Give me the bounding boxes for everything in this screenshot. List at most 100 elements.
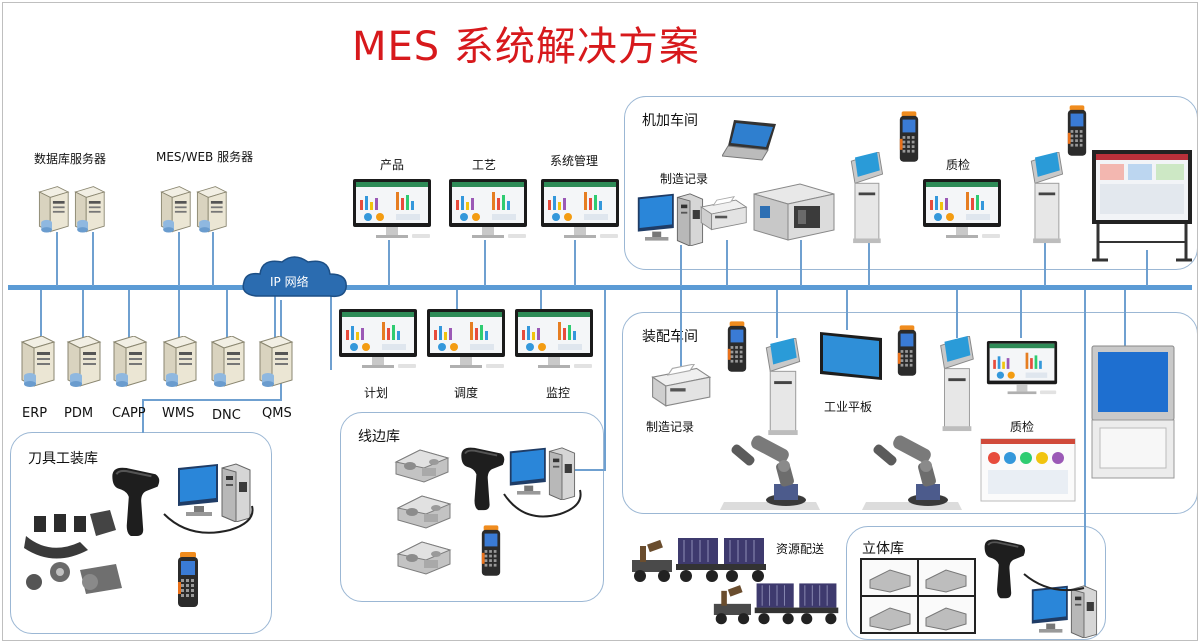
connector (846, 290, 848, 330)
server-icon (62, 336, 102, 388)
cloud-icon (238, 252, 352, 304)
connector (178, 290, 180, 338)
zone-title-stereo-store: 立体库 (862, 541, 904, 557)
system-label-pdm: PDM (64, 406, 94, 421)
connector (226, 290, 228, 338)
printer-icon (646, 364, 712, 408)
machined-part-icon (394, 536, 454, 576)
server-icon (108, 336, 148, 388)
cable-line (1020, 570, 1090, 600)
server-icon (254, 336, 294, 388)
handheld-scanner-icon (176, 552, 200, 608)
connector (178, 232, 180, 286)
connector (1146, 250, 1148, 286)
connector (388, 240, 390, 286)
monitor-icon (540, 178, 620, 240)
kiosk-icon (1022, 152, 1070, 244)
assembly-tablet-label: 工业平板 (824, 400, 873, 414)
connector (956, 290, 958, 338)
handheld-scanner-icon (896, 324, 918, 378)
zone-title-machining: 机加车间 (642, 113, 698, 129)
zone-title-assembly: 装配车间 (642, 329, 698, 345)
cable-line (500, 484, 590, 524)
connector (726, 240, 728, 286)
server-icon (70, 186, 106, 234)
connector (484, 240, 486, 286)
monitor-icon (448, 178, 528, 240)
terminal-label-product: 产品 (380, 158, 405, 172)
resource-label: 资源配送 (776, 542, 825, 556)
connector (1124, 290, 1126, 346)
zone-title-tool-store: 刀具工装库 (28, 451, 98, 467)
connector (1044, 240, 1046, 286)
machining-quality-label: 质检 (946, 158, 971, 172)
monitor-icon (338, 308, 418, 370)
server-icon (156, 186, 192, 234)
connector (680, 290, 682, 368)
connector (604, 290, 606, 470)
terminal-label-monitor: 监控 (546, 386, 571, 400)
kiosk-icon (930, 336, 982, 432)
connector (142, 399, 282, 401)
server-icon (158, 336, 198, 388)
machined-part-icon (394, 490, 454, 530)
machined-part-icon (392, 444, 452, 484)
tablet-icon (818, 330, 884, 382)
touch-tv-icon (1090, 344, 1176, 480)
zone-line-store (340, 412, 604, 602)
connector (680, 245, 682, 286)
connector (92, 232, 94, 286)
server-icon (34, 186, 70, 234)
monitor-icon (986, 340, 1058, 396)
cnc-machine-icon (750, 180, 836, 242)
laptop-icon (722, 118, 778, 162)
connector (776, 290, 778, 338)
rack-shelf-icon (860, 558, 976, 634)
system-label-wms: WMS (162, 406, 195, 421)
database-server-label: 数据库服务器 (34, 152, 107, 166)
dashboard-screen-icon (980, 438, 1076, 502)
assembly-quality-label: 质检 (1010, 420, 1035, 434)
system-label-dnc: DNC (212, 408, 241, 423)
machining-record-label: 制造记录 (660, 172, 709, 186)
connector (142, 399, 144, 433)
connector (1084, 290, 1086, 592)
connector (128, 290, 130, 338)
handheld-scanner-icon (726, 320, 748, 374)
agv-cart-icon (712, 576, 842, 628)
server-icon (192, 186, 228, 234)
monitor-icon (352, 178, 432, 240)
connector (274, 290, 276, 338)
connector (330, 290, 332, 370)
system-label-qms: QMS (262, 406, 292, 421)
handheld-scanner-icon (898, 110, 920, 164)
mes-web-server-label: MES/WEB 服务器 (156, 150, 254, 164)
connector (456, 290, 458, 310)
connector (574, 469, 606, 471)
connector (56, 232, 58, 286)
handheld-scanner-icon (1066, 104, 1088, 158)
agv-cart-icon (630, 532, 770, 584)
server-icon (16, 336, 56, 388)
printer-icon (696, 196, 748, 232)
handheld-scanner-icon (480, 524, 502, 578)
system-label-capp: CAPP (112, 406, 146, 421)
terminal-label-dispatch: 调度 (454, 386, 479, 400)
monitor-icon (514, 308, 594, 370)
monitor-icon (922, 178, 1002, 240)
connector (212, 232, 214, 286)
connector (40, 290, 42, 338)
connector (800, 240, 802, 286)
monitor-icon (426, 308, 506, 370)
terminal-label-plan: 计划 (364, 386, 389, 400)
network-bus (8, 285, 1192, 290)
touch-tv-icon (1090, 148, 1194, 268)
assembly-record-label: 制造记录 (646, 420, 695, 434)
robot-arm-icon (720, 432, 820, 512)
server-icon (206, 336, 246, 388)
kiosk-icon (756, 338, 808, 436)
zone-title-line-store: 线边库 (358, 429, 400, 445)
kiosk-icon (842, 152, 890, 244)
connector (868, 240, 870, 286)
page-title: MES 系统解决方案 (352, 24, 700, 70)
